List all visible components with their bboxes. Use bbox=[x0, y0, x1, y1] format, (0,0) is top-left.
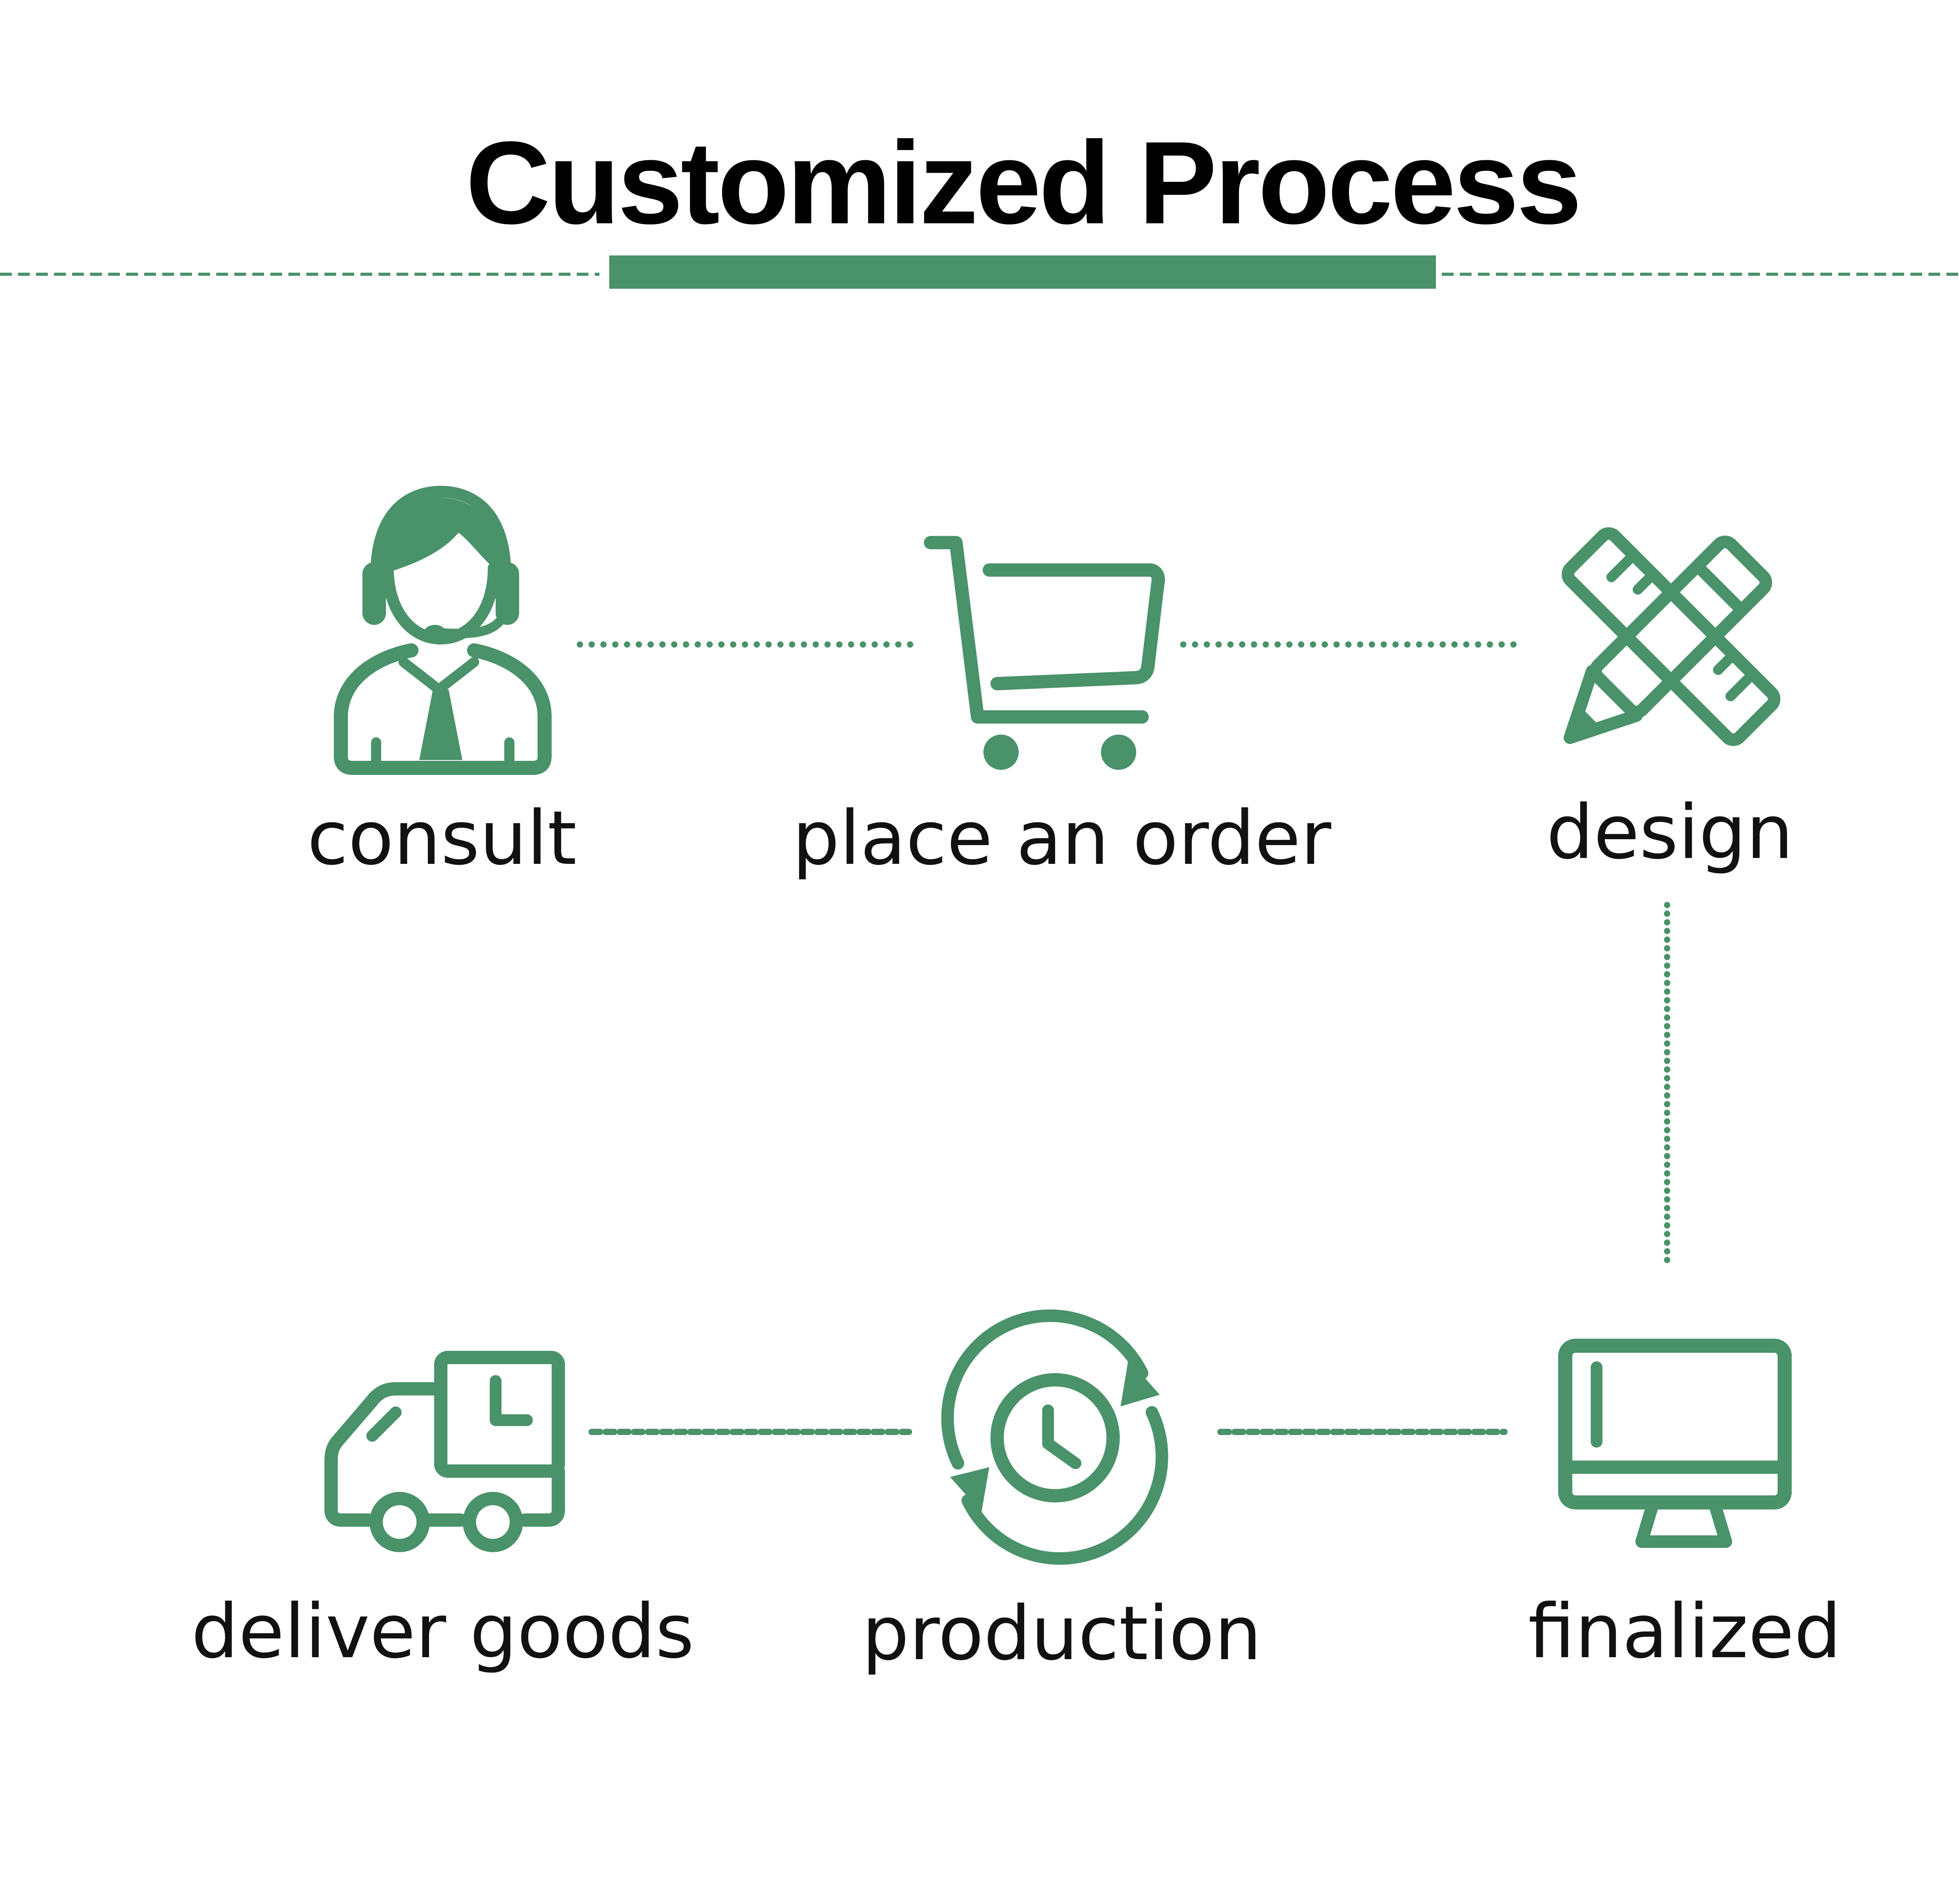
delivery-truck-icon bbox=[324, 1351, 565, 1552]
clock-cycle-icon bbox=[941, 1309, 1168, 1565]
step-finalized: finalized bbox=[1528, 1339, 1841, 1675]
step-deliver-goods: deliver goods bbox=[191, 1351, 694, 1675]
step-consult: consult bbox=[307, 486, 577, 881]
page-title: Customized Process bbox=[466, 117, 1580, 248]
step-label-place-order: place an order bbox=[792, 795, 1331, 881]
connectors bbox=[577, 641, 1670, 1435]
step-label-consult: consult bbox=[307, 795, 577, 881]
step-label-production: production bbox=[862, 1590, 1262, 1677]
monitor-icon bbox=[1558, 1339, 1792, 1548]
step-label-finalized: finalized bbox=[1528, 1588, 1841, 1675]
step-production: production bbox=[862, 1309, 1262, 1677]
step-label-design: design bbox=[1546, 789, 1793, 876]
step-place-order: place an order bbox=[792, 536, 1332, 881]
shopping-cart-icon bbox=[924, 536, 1165, 770]
step-label-deliver-goods: deliver goods bbox=[191, 1588, 694, 1675]
step-design: design bbox=[1546, 527, 1793, 876]
ruler-pencil-icon bbox=[1561, 527, 1781, 746]
title-underline bbox=[0, 255, 1959, 289]
customer-service-icon bbox=[334, 486, 552, 775]
